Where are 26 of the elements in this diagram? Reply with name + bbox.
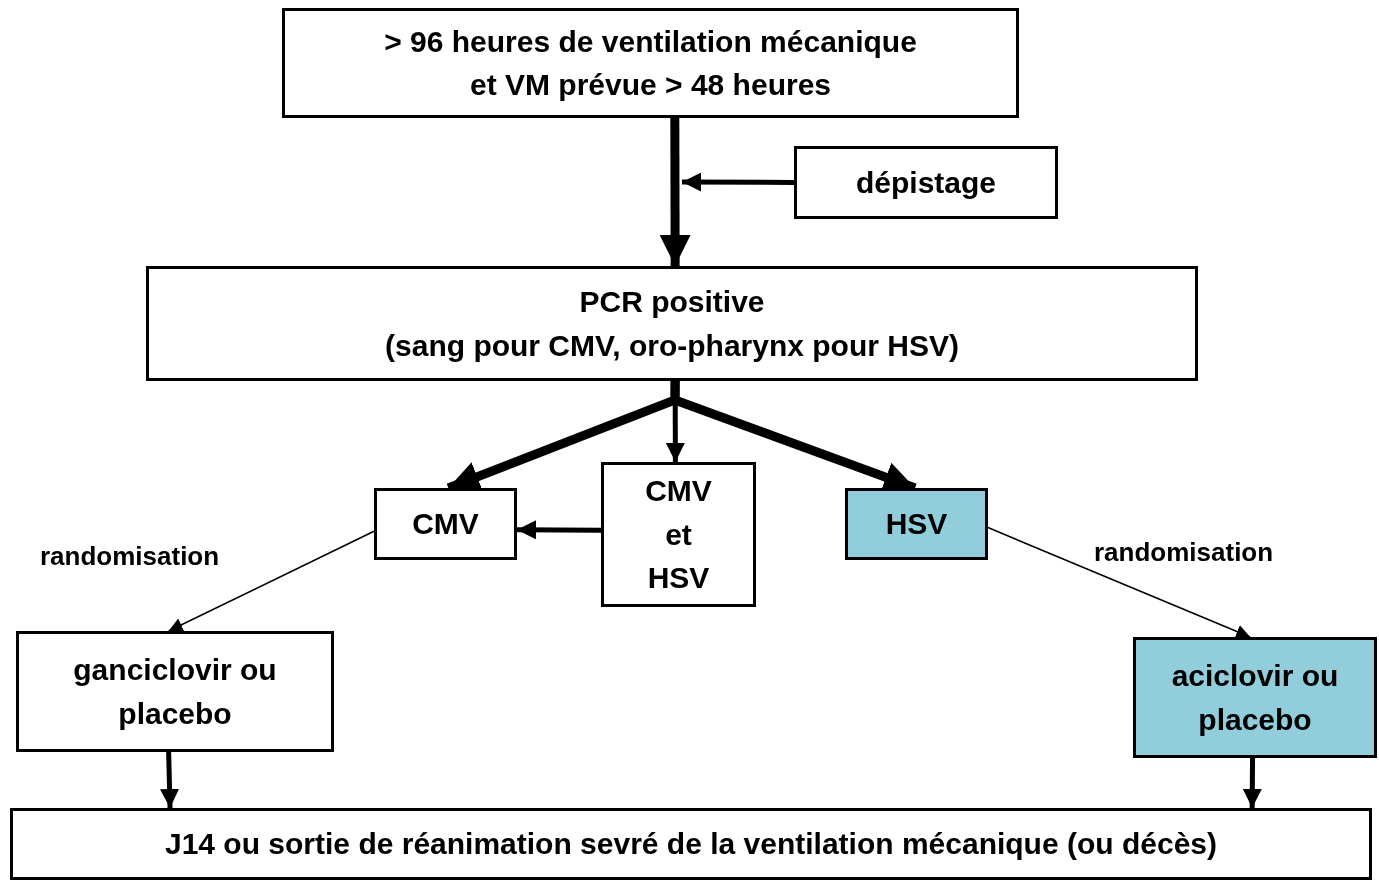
- box-label: ganciclovir ou placebo: [72, 652, 278, 732]
- process-box: [146, 266, 1198, 381]
- process-box: [601, 462, 756, 607]
- box-label: J14 ou sortie de réanimation sevré de la ventilation mécanique (ou décès): [165, 826, 1217, 863]
- box-label: dépistage: [855, 164, 996, 201]
- box-label: > 96 heures de ventilation mécanique et VM prévue > 48 heures: [383, 23, 918, 103]
- process-box: [10, 808, 1372, 880]
- process-box: [282, 8, 1019, 118]
- arrow: [682, 172, 794, 192]
- arrow: [987, 526, 1251, 639]
- box-label: CMV: [412, 506, 479, 543]
- box-label: CMV et HSV: [644, 473, 713, 597]
- box-label: (sang pour CMV, oro-pharynx pour HSV): [385, 327, 959, 364]
- process-box: [1133, 637, 1377, 758]
- arrow: [160, 751, 180, 809]
- process-box: [794, 146, 1058, 219]
- process-box: [845, 488, 988, 560]
- arrow: [1242, 758, 1262, 809]
- process-box: [16, 631, 334, 752]
- arrow: [659, 118, 691, 266]
- arrow: [167, 530, 375, 632]
- box-label: aciclovir ou placebo: [1170, 658, 1340, 738]
- box-label: HSV: [885, 506, 948, 543]
- arrow: [517, 520, 601, 540]
- process-box: [374, 488, 517, 560]
- box-label: PCR positive: [579, 284, 765, 320]
